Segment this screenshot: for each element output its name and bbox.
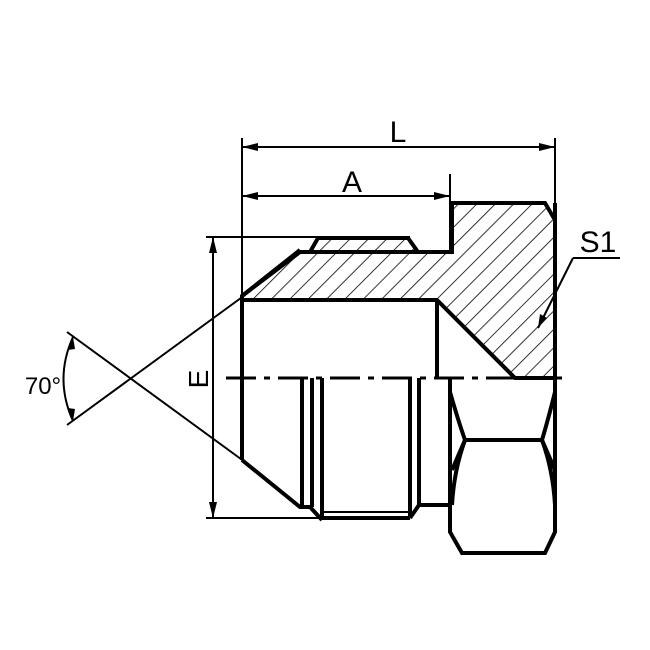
cone-line-upper [66,294,246,426]
hex-curve-right [540,439,557,506]
arrow-down-icon [209,502,217,518]
section-view-upper-half [240,201,557,460]
hex-flat-right-top [539,391,557,471]
undercut-chamfer [408,503,450,520]
hex-flat-left-top [448,391,468,471]
arrow-up-icon [209,237,217,253]
label-angle: 70° [25,373,61,400]
exterior-view-lower-half [240,378,557,555]
angle-70-annotation: 70° [25,294,246,463]
angle-arc [62,336,74,422]
body-section [240,201,557,380]
label-E: E [183,370,214,389]
dimension-L: L [241,116,556,300]
arrow-right-icon [539,143,555,151]
label-A: A [342,166,362,199]
label-L: L [390,116,407,149]
arrow-left-icon [242,143,258,151]
cone-chamfer-lower [240,458,324,522]
hex-outline [448,378,557,555]
label-S1: S1 [580,226,617,259]
hex-curve-left [450,439,467,506]
arc-arrow-bottom-icon [68,408,75,421]
arrow-right-icon [434,192,450,200]
dimension-A: A [242,166,451,250]
cone-line-lower [66,331,246,463]
s1-arrow-icon [538,314,547,328]
cone-edge [240,248,302,298]
arc-arrow-top-icon [68,337,75,350]
arrow-left-icon [242,192,258,200]
dimension-S1: S1 [537,226,620,329]
thread-section [306,236,422,254]
